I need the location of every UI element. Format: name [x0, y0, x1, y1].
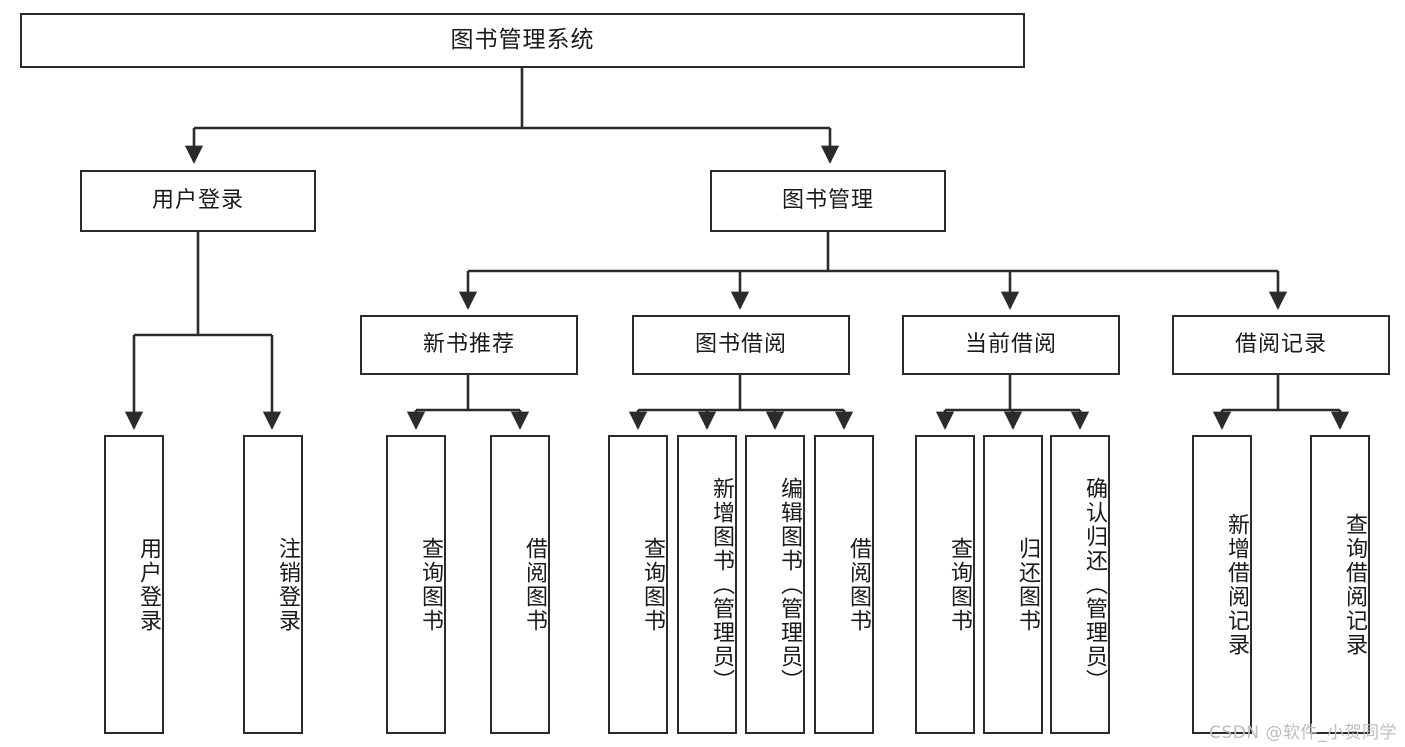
node-leaf-query-book-1[interactable]: 查询图书	[386, 435, 446, 734]
node-leaf-query-record[interactable]: 查询借阅记录	[1310, 435, 1370, 734]
node-leaf-borrow-book-1[interactable]: 借阅图书	[490, 435, 550, 734]
node-root[interactable]: 图书管理系统	[20, 13, 1025, 68]
node-leaf-query-book-1-label: 查询图书	[418, 536, 443, 633]
node-leaf-query-record-label: 查询借阅记录	[1342, 512, 1367, 657]
node-leaf-confirm-return-label: 确认归还（管理员）	[1082, 476, 1107, 693]
node-current-borrow[interactable]: 当前借阅	[902, 315, 1120, 375]
node-leaf-edit-book-label: 编辑图书（管理员）	[777, 476, 802, 693]
node-current-borrow-label: 当前借阅	[964, 331, 1057, 357]
node-new-book-recommend-label: 新书推荐	[422, 331, 515, 357]
node-leaf-borrow-book-2[interactable]: 借阅图书	[814, 435, 874, 734]
node-leaf-query-book-3[interactable]: 查询图书	[915, 435, 975, 734]
node-leaf-add-book-label: 新增图书（管理员）	[709, 476, 734, 693]
node-leaf-user-login[interactable]: 用户登录	[104, 435, 164, 734]
node-leaf-return-book[interactable]: 归还图书	[983, 435, 1043, 734]
node-leaf-edit-book[interactable]: 编辑图书（管理员）	[745, 435, 805, 734]
node-book-manage-label: 图书管理	[781, 187, 874, 213]
node-leaf-borrow-book-1-label: 借阅图书	[522, 536, 547, 633]
node-leaf-borrow-book-2-label: 借阅图书	[846, 536, 871, 633]
node-borrow-record[interactable]: 借阅记录	[1172, 315, 1390, 375]
node-leaf-user-login-label: 用户登录	[136, 536, 161, 633]
node-new-book-recommend[interactable]: 新书推荐	[360, 315, 578, 375]
node-root-label: 图书管理系统	[450, 26, 595, 53]
node-leaf-logout-login-label: 注销登录	[275, 536, 300, 633]
node-leaf-return-book-label: 归还图书	[1015, 536, 1040, 633]
node-leaf-query-book-3-label: 查询图书	[947, 536, 972, 633]
node-leaf-add-record-label: 新增借阅记录	[1224, 512, 1249, 657]
node-leaf-add-book[interactable]: 新增图书（管理员）	[677, 435, 737, 734]
node-book-borrow-label: 图书借阅	[694, 331, 787, 357]
node-leaf-query-book-2[interactable]: 查询图书	[608, 435, 668, 734]
node-leaf-confirm-return[interactable]: 确认归还（管理员）	[1050, 435, 1110, 734]
node-leaf-query-book-2-label: 查询图书	[640, 536, 665, 633]
watermark: CSDN @软件_小贺同学	[1209, 723, 1397, 743]
node-borrow-record-label: 借阅记录	[1234, 331, 1327, 357]
node-leaf-add-record[interactable]: 新增借阅记录	[1192, 435, 1252, 734]
node-book-borrow[interactable]: 图书借阅	[632, 315, 850, 375]
node-book-manage[interactable]: 图书管理	[710, 170, 946, 232]
node-user-login[interactable]: 用户登录	[80, 170, 316, 232]
node-leaf-logout-login[interactable]: 注销登录	[243, 435, 303, 734]
node-user-login-label: 用户登录	[151, 187, 244, 213]
